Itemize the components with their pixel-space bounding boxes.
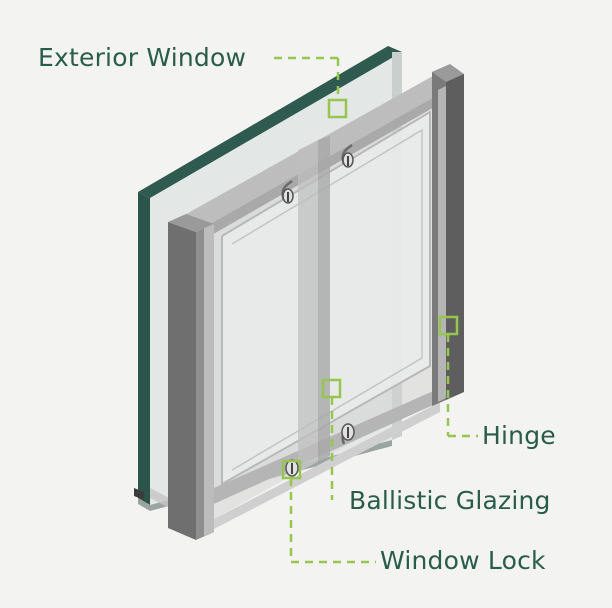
- callout-ballistic-glazing: [321, 378, 342, 500]
- lock-bottom-right: [341, 423, 355, 445]
- label-hinge: Hinge: [482, 421, 556, 450]
- label-ballistic-glazing: Ballistic Glazing: [349, 486, 551, 515]
- hinge-top-left: [281, 180, 294, 204]
- callout-window-lock: [281, 459, 376, 564]
- callout-hinge: [438, 315, 478, 438]
- lock-bottom-left: [285, 459, 299, 477]
- label-window-lock: Window Lock: [380, 546, 546, 575]
- hinge-top-right: [341, 144, 354, 168]
- callout-exterior-window: [274, 56, 348, 119]
- inner-window-frame: [150, 64, 464, 540]
- label-exterior-window: Exterior Window: [38, 43, 247, 72]
